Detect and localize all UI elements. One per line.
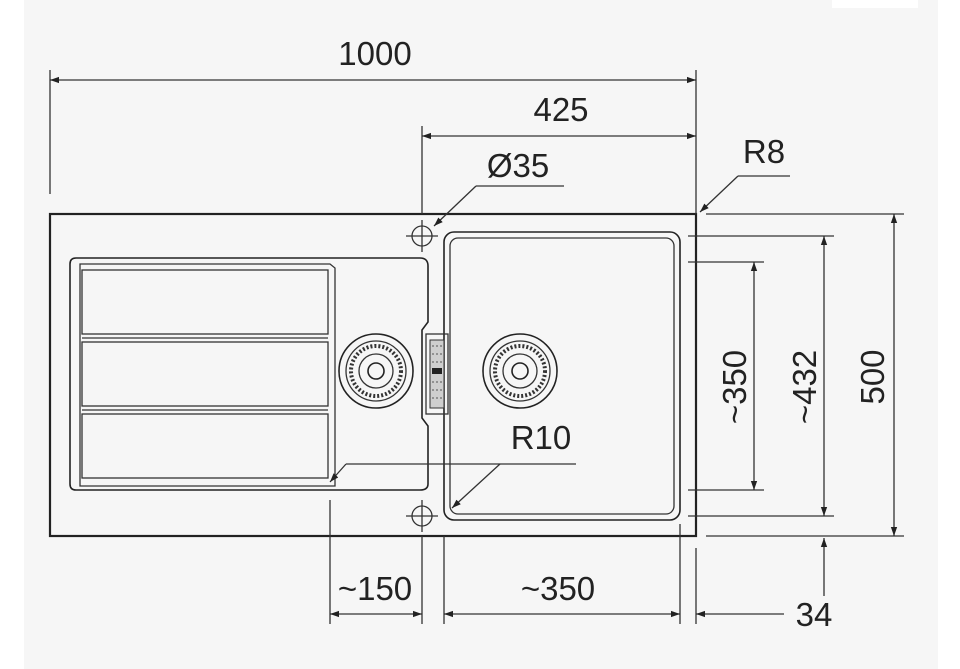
sink-outline [48,212,698,538]
dim-overall-depth: 500 [854,349,891,404]
dim-main-bowl-width: ~350 [521,570,595,607]
dim-drainer-bowl-width: ~150 [338,570,412,607]
main-bowl [443,231,681,521]
tap-hole-bottom [406,500,438,532]
dim-tap-hole-diameter: Ø35 [487,147,549,184]
extension-lines [49,70,904,624]
leader-lines [329,175,790,509]
bowl-drain [482,333,558,409]
drainer-drain [338,333,414,409]
dim-corner-radius-inner: R10 [511,419,572,456]
overflow-slot [425,333,449,415]
dim-main-bowl-depth: ~350 [716,350,753,424]
dim-inner-depth: ~432 [786,350,823,424]
dimension-lines [50,76,898,618]
dim-overall-width: 1000 [338,35,411,72]
dim-corner-radius-outer: R8 [743,133,785,170]
corner-tab [832,0,918,8]
drainer-board [69,257,429,491]
tap-hole-top [406,220,438,252]
dim-edge-offset: 34 [796,596,833,633]
dim-bowl-section-width: 425 [533,91,588,128]
